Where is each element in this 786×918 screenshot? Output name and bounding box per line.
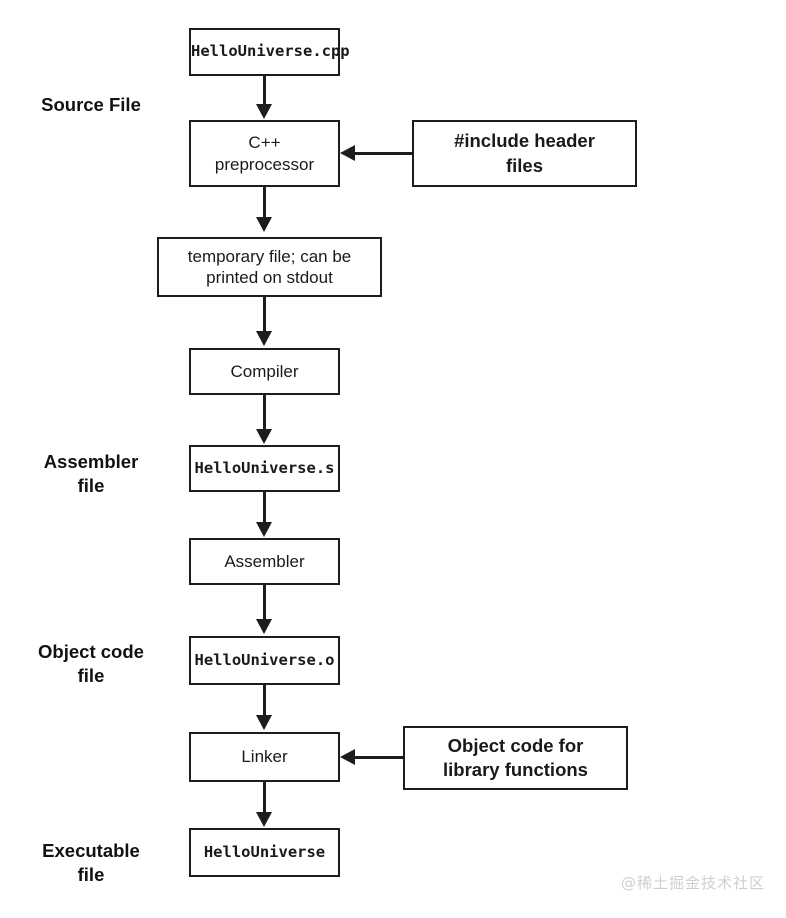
stage-label-executable-file: Executable file <box>42 840 140 886</box>
node-include-header-files: #include header files <box>412 120 637 187</box>
node-assembler: Assembler <box>189 538 340 585</box>
connector-linker-to-exe-arrow <box>256 812 272 827</box>
connector-compiler-to-asm-arrow <box>256 429 272 444</box>
node-assembler-label: Assembler <box>224 551 305 571</box>
node-hello-universe-cpp: HelloUniverse.cpp <box>189 28 350 76</box>
node-cpp-preprocessor-label: C++ preprocessor <box>214 133 315 174</box>
connector-obj-to-linker-arrow <box>256 715 272 730</box>
connector-asm-to-assembler-arrow <box>256 522 272 537</box>
connector-preprocessor-to-temp-arrow <box>256 217 272 232</box>
watermark-text: @稀土掘金技术社区 <box>621 874 766 892</box>
node-hello-universe-s: HelloUniverse.s <box>189 445 340 492</box>
node-hello-universe-o-label: HelloUniverse.o <box>194 650 335 669</box>
node-temporary-file-label: temporary file; can be printed on stdout <box>187 246 352 287</box>
stage-label-source-file: Source File <box>41 94 141 115</box>
node-temporary-file: temporary file; can be printed on stdout <box>157 237 382 297</box>
stage-label-object-code-file: Object code file <box>38 641 144 687</box>
connector-library-to-linker-line <box>354 756 403 759</box>
node-compiler-label: Compiler <box>230 361 299 381</box>
connector-preprocessor-to-temp-line <box>263 187 266 219</box>
connector-include-to-preprocessor-arrow <box>340 145 355 161</box>
node-linker-label: Linker <box>241 747 288 767</box>
node-linker: Linker <box>189 732 340 782</box>
node-include-header-files-label: #include header files <box>454 130 595 176</box>
connector-temp-to-compiler-arrow <box>256 331 272 346</box>
stage-label-assembler-file: Assembler file <box>43 451 139 497</box>
connector-compiler-to-asm-line <box>263 395 266 431</box>
node-object-code-library-label: Object code for library functions <box>443 734 588 780</box>
connector-cpp-to-preprocessor-line <box>263 76 266 106</box>
connector-assembler-to-obj-arrow <box>256 619 272 634</box>
connector-include-to-preprocessor-line <box>354 152 412 155</box>
node-object-code-library: Object code for library functions <box>403 726 628 790</box>
node-hello-universe: HelloUniverse <box>189 828 340 877</box>
node-hello-universe-s-label: HelloUniverse.s <box>194 458 335 477</box>
node-cpp-preprocessor: C++ preprocessor <box>189 120 340 187</box>
connector-temp-to-compiler-line <box>263 297 266 333</box>
node-compiler: Compiler <box>189 348 340 395</box>
connector-obj-to-linker-line <box>263 685 266 717</box>
connector-assembler-to-obj-line <box>263 585 266 621</box>
connector-linker-to-exe-line <box>263 782 266 814</box>
connector-asm-to-assembler-line <box>263 492 266 524</box>
node-hello-universe-label: HelloUniverse <box>203 842 326 861</box>
connector-library-to-linker-arrow <box>340 749 355 765</box>
connector-cpp-to-preprocessor-arrow <box>256 104 272 119</box>
node-hello-universe-o: HelloUniverse.o <box>189 636 340 685</box>
node-hello-universe-cpp-label: HelloUniverse.cpp <box>191 42 350 61</box>
